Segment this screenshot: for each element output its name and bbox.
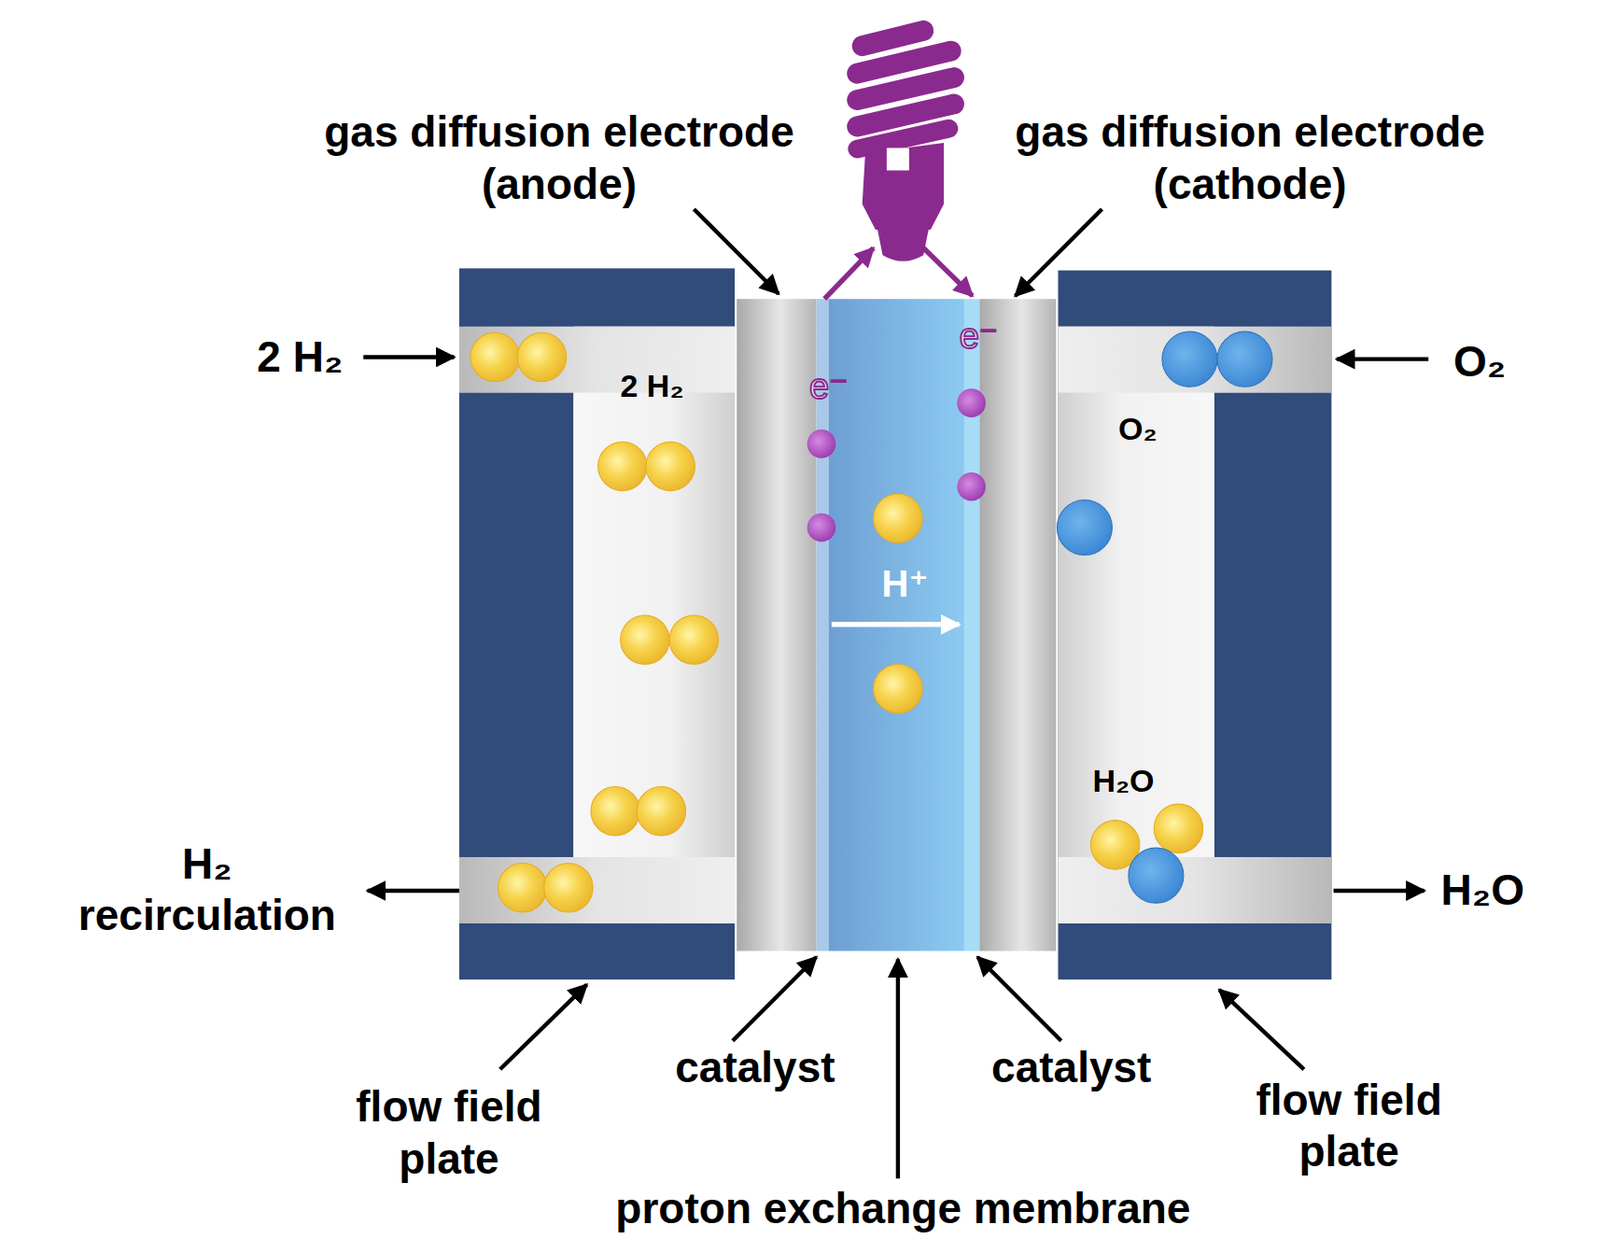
part-label: gas diffusion electrode (anode)	[297, 106, 821, 210]
part-label: proton exchange membrane	[615, 1183, 1191, 1236]
electron-flow-arrow	[923, 248, 972, 296]
electron-label: e⁻	[959, 315, 998, 359]
flow-label: O₂	[1453, 336, 1506, 388]
part-label: flow field plate	[1232, 1074, 1466, 1178]
part-label: catalyst	[991, 1042, 1151, 1095]
part-label: flow field plate	[332, 1080, 566, 1184]
electron-label: e⁻	[809, 366, 848, 410]
flow-arrows	[363, 356, 1429, 891]
part-label: catalyst	[674, 1042, 835, 1095]
species-label: H₂O	[1092, 761, 1154, 800]
oxygen-molecules	[1056, 331, 1273, 903]
light-bulb	[856, 30, 955, 262]
electron-flow-arrow	[824, 248, 873, 300]
species-label: O₂	[1118, 409, 1158, 449]
flow-label: H₂O	[1441, 865, 1525, 917]
anode-electrode	[736, 298, 816, 951]
hydrogen-molecules	[470, 332, 1204, 913]
flow-label: 2 H₂	[256, 331, 343, 383]
membrane	[828, 298, 965, 951]
species-label: 2 H₂	[619, 366, 684, 406]
flow-label: H₂ recirculation	[67, 838, 348, 941]
leader-lines	[500, 209, 1305, 1179]
cathode-electrode	[979, 298, 1056, 951]
cathode-flow-field-plate	[1057, 270, 1332, 981]
part-label: gas diffusion electrode (cathode)	[988, 106, 1512, 210]
proton-label: H⁺	[882, 561, 929, 606]
proton-arrow	[831, 621, 960, 627]
electrons	[807, 388, 986, 542]
anode-flow-field-plate	[459, 267, 735, 980]
